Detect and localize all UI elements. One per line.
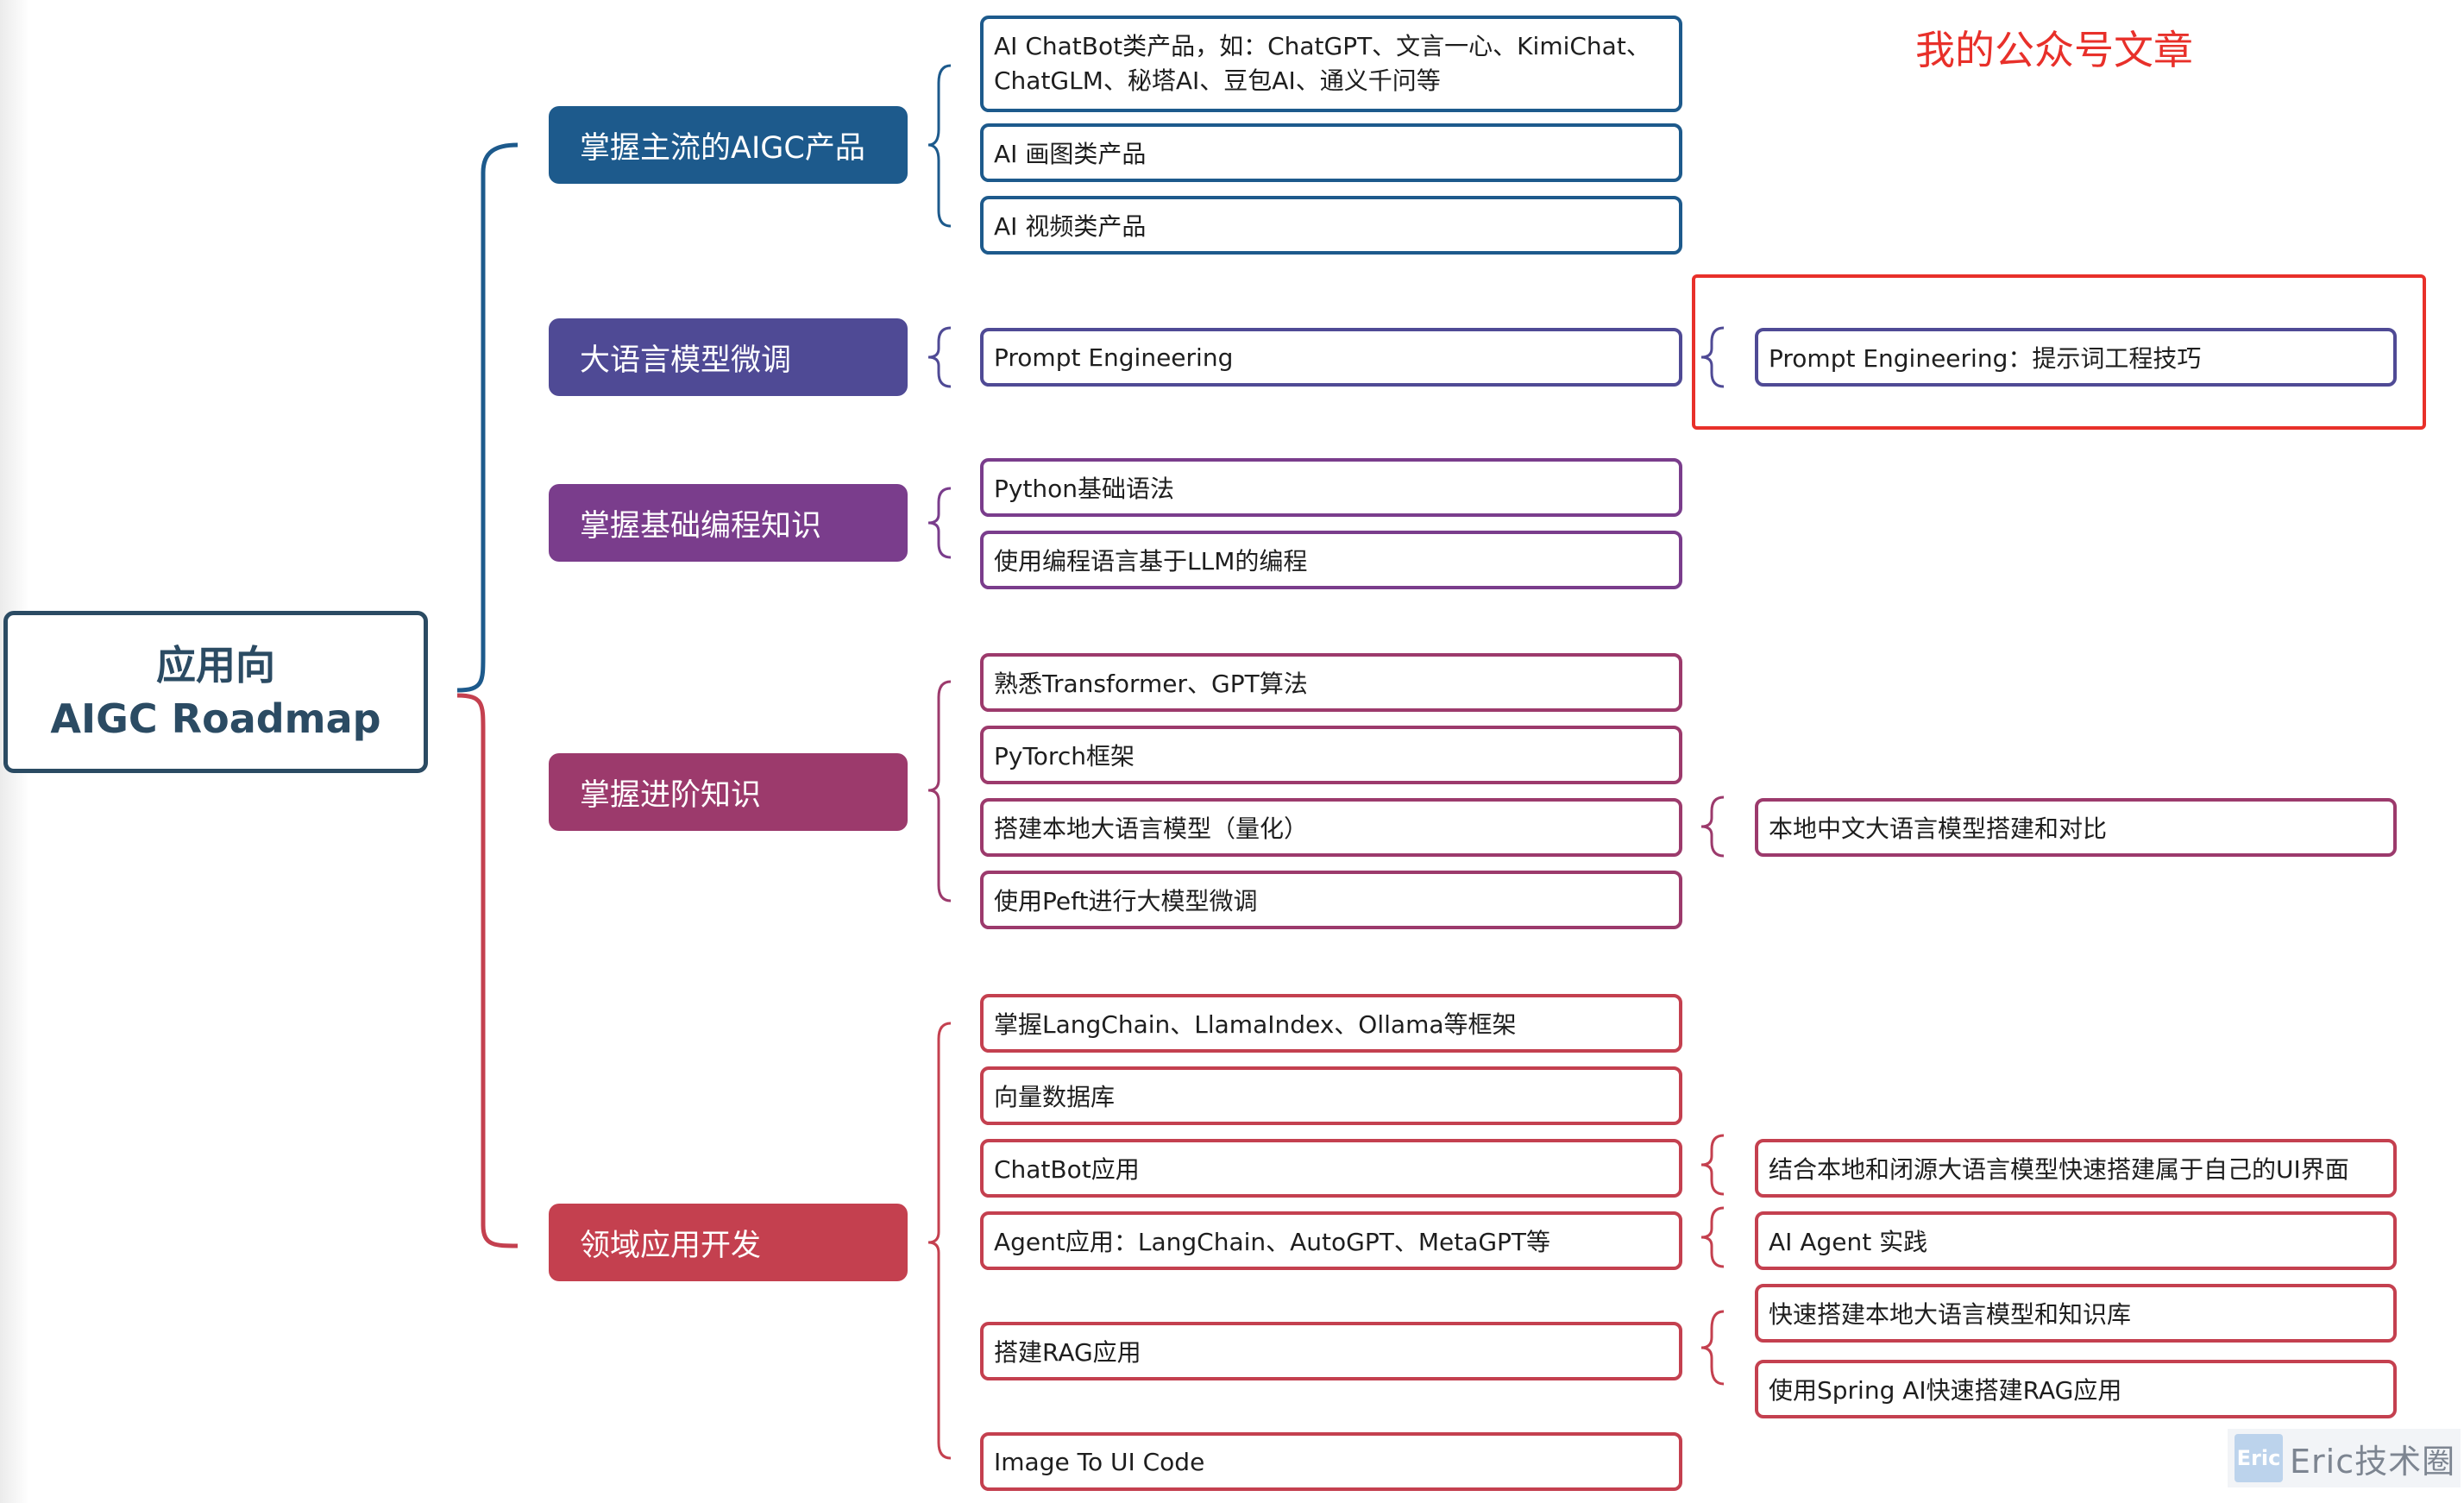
root-node[interactable]: 应用向 AIGC Roadmap [3,611,428,773]
brace-cat5 [927,1022,952,1460]
node-local-llm[interactable]: 搭建本地大语言模型（量化） [980,798,1682,857]
node-vector-db[interactable]: 向量数据库 [980,1066,1682,1125]
brace-cat3 [927,487,952,559]
root-branch-top [456,142,519,693]
node-rag-app[interactable]: 搭建RAG应用 [980,1322,1682,1380]
root-subtitle: AIGC Roadmap [50,695,381,742]
node-llm-programming[interactable]: 使用编程语言基于LLM的编程 [980,531,1682,589]
node-transformer[interactable]: 熟悉Transformer、GPT算法 [980,653,1682,712]
node-image-products[interactable]: AI 画图类产品 [980,123,1682,182]
brace-cat1 [927,64,952,228]
category-programming-basics[interactable]: 掌握基础编程知识 [549,484,908,562]
category-applications[interactable]: 领域应用开发 [549,1204,908,1281]
node-python-basics[interactable]: Python基础语法 [980,458,1682,517]
brace-rag [1700,1310,1725,1386]
brace-prompt [1700,326,1725,388]
node-prompt-engineering[interactable]: Prompt Engineering [980,328,1682,387]
node-prompt-article[interactable]: Prompt Engineering：提示词工程技巧 [1755,328,2397,387]
node-spring-ai-rag[interactable]: 使用Spring AI快速搭建RAG应用 [1755,1360,2397,1418]
node-frameworks[interactable]: 掌握LangChain、LlamaIndex、Ollama等框架 [980,994,1682,1053]
node-video-products[interactable]: AI 视频类产品 [980,196,1682,255]
root-branch-bottom [456,693,519,1248]
brace-cat2 [927,326,952,388]
node-chatbot-app[interactable]: ChatBot应用 [980,1139,1682,1198]
highlight-frame [1692,274,2426,430]
watermark-text: Eric技术圈 [2290,1442,2456,1481]
article-note: 我的公众号文章 [1915,27,2193,73]
node-agent-app[interactable]: Agent应用：LangChain、AutoGPT、MetaGPT等 [980,1211,1682,1270]
node-pytorch[interactable]: PyTorch框架 [980,726,1682,784]
root-title: 应用向 [156,642,275,689]
node-peft[interactable]: 使用Peft进行大模型微调 [980,871,1682,929]
node-agent-practice[interactable]: AI Agent 实践 [1755,1211,2397,1270]
node-chatbot-products[interactable]: AI ChatBot类产品，如：ChatGPT、文言一心、KimiChat、Ch… [980,16,1682,112]
node-ui-build[interactable]: 结合本地和闭源大语言模型快速搭建属于自己的UI界面 [1755,1139,2397,1198]
watermark: Eric Eric技术圈 [2228,1429,2461,1487]
brace-local-llm [1700,796,1725,858]
category-advanced[interactable]: 掌握进阶知识 [549,753,908,831]
watermark-logo: Eric [2235,1434,2283,1482]
brace-chatbot [1700,1134,1725,1196]
category-llm-finetune[interactable]: 大语言模型微调 [549,318,908,396]
category-aigc-products[interactable]: 掌握主流的AIGC产品 [549,106,908,184]
node-image-to-ui[interactable]: Image To UI Code [980,1432,1682,1491]
brace-agent [1700,1206,1725,1268]
brace-cat4 [927,680,952,902]
node-local-kb[interactable]: 快速搭建本地大语言模型和知识库 [1755,1284,2397,1343]
node-local-llm-compare[interactable]: 本地中文大语言模型搭建和对比 [1755,798,2397,857]
